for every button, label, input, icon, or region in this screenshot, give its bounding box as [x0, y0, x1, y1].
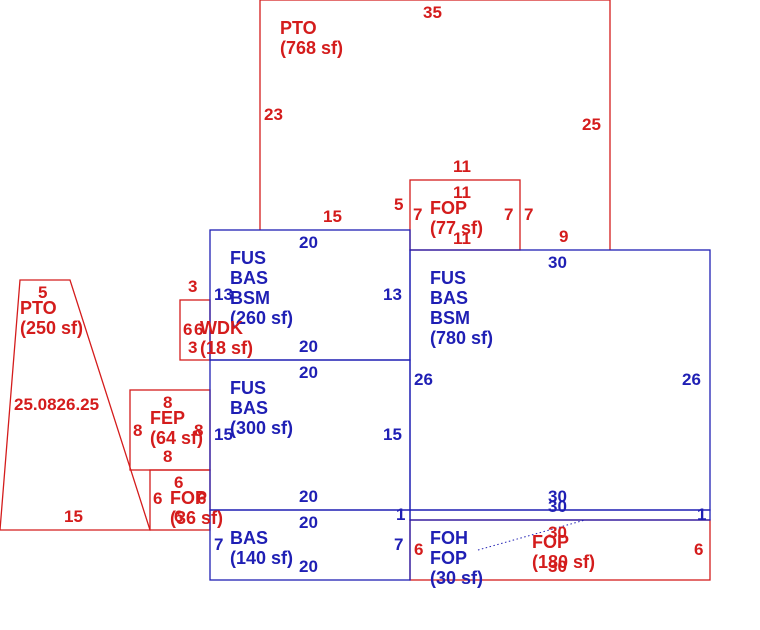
dim-label: 6 — [153, 489, 162, 508]
pto-top-area: (768 sf) — [280, 38, 343, 58]
foh-leader-line — [477, 519, 586, 551]
dim-label: 3 — [188, 338, 197, 357]
fep-area: (64 sf) — [150, 428, 203, 448]
dim-label: 25 — [582, 115, 601, 134]
ur-line3: BSM — [430, 308, 470, 328]
fop-77-name: FOP — [430, 198, 467, 218]
bas-140-outline — [209, 509, 411, 581]
dim-label: 7 — [413, 205, 422, 224]
ml-area: (300 sf) — [230, 418, 293, 438]
dim-label: 9 — [559, 227, 568, 246]
dim-label: 3 — [188, 277, 197, 296]
dim-label: 20 — [299, 233, 318, 252]
wdk-area: (18 sf) — [200, 338, 253, 358]
dim-label: 30 — [548, 497, 567, 516]
dim-label: 6 — [194, 320, 203, 339]
ul-line2: BAS — [230, 268, 268, 288]
dim-label: 11 — [453, 183, 471, 202]
dim-label: 7 — [214, 535, 223, 554]
dim-label: 15 — [64, 507, 83, 526]
dim-label: 6 — [694, 540, 703, 559]
dim-label: 15 — [383, 425, 402, 444]
dim-label: 6 — [174, 473, 183, 492]
pto-left-area: (250 sf) — [20, 318, 83, 338]
dim-label: 8 — [133, 421, 142, 440]
dim-label: 7 — [504, 205, 513, 224]
dim-label: 30 — [548, 523, 567, 542]
dim-label: 15 — [323, 207, 342, 226]
dim-label: 20 — [299, 513, 318, 532]
blue-outlines — [209, 229, 711, 581]
foh-line2: FOP — [430, 548, 467, 568]
dimension-labels: 35 23 25 15 5 9 11 11 11 7 7 7 20 13 13 … — [14, 3, 706, 576]
dim-label: 6 — [183, 320, 192, 339]
foh-area: (30 sf) — [430, 568, 483, 588]
dim-label: 7 — [524, 205, 533, 224]
ur-line1: FUS — [430, 268, 466, 288]
dim-label: 15 — [214, 425, 233, 444]
dim-label: 30 — [548, 557, 567, 576]
pto-left-name: PTO — [20, 298, 57, 318]
ul-line1: FUS — [230, 248, 266, 268]
dim-label: 25.0826.25 — [14, 395, 99, 414]
dim-label: 11 — [453, 229, 471, 248]
dim-label: 30 — [548, 487, 567, 506]
dim-label: 8 — [163, 393, 172, 412]
ul-line3: BSM — [230, 288, 270, 308]
fop-180-area: (180 sf) — [532, 552, 595, 572]
ml-line1: FUS — [230, 378, 266, 398]
ur-area: (780 sf) — [430, 328, 493, 348]
dim-label: 5 — [394, 195, 403, 214]
bas-140-name: BAS — [230, 528, 268, 548]
dim-label: 6 — [197, 489, 206, 508]
dim-label: 8 — [163, 447, 172, 466]
ml-line2: BAS — [230, 398, 268, 418]
fop-36-name: FOP — [170, 488, 207, 508]
area-labels: PTO (768 sf) FOP (77 sf) FUS BAS BSM (26… — [20, 18, 595, 588]
dim-label: 26 — [682, 370, 701, 389]
dim-label: 20 — [299, 487, 318, 506]
dim-label: 20 — [299, 557, 318, 576]
fop-77-area: (77 sf) — [430, 218, 483, 238]
pto-top-outline — [259, 0, 611, 250]
dim-label: 20 — [299, 363, 318, 382]
dim-label: 20 — [299, 337, 318, 356]
dim-label: 35 — [423, 3, 442, 22]
dim-label: 1 — [396, 505, 405, 524]
fep-name: FEP — [150, 408, 185, 428]
dim-label: 6 — [414, 540, 423, 559]
ur-line2: BAS — [430, 288, 468, 308]
dim-label: 6 — [174, 507, 183, 526]
ul-area: (260 sf) — [230, 308, 293, 328]
dim-label: 13 — [383, 285, 402, 304]
dim-label: 11 — [453, 157, 471, 176]
dim-label: 23 — [264, 105, 283, 124]
dim-label: 1 — [697, 505, 706, 524]
dim-label: 8 — [194, 421, 203, 440]
foh-line1: FOH — [430, 528, 468, 548]
strip-outline — [409, 509, 711, 521]
wdk-name: WDK — [200, 318, 243, 338]
dim-label: 7 — [394, 535, 403, 554]
fop-36-area: (36 sf) — [170, 508, 223, 528]
bas-140-area: (140 sf) — [230, 548, 293, 568]
dim-label: 5 — [38, 283, 47, 302]
dim-label: 30 — [548, 253, 567, 272]
fop-180-name: FOP — [532, 532, 569, 552]
pto-top-name: PTO — [280, 18, 317, 38]
dim-label: 13 — [214, 285, 233, 304]
dim-label: 26 — [414, 370, 433, 389]
red-outlines — [0, 0, 711, 581]
